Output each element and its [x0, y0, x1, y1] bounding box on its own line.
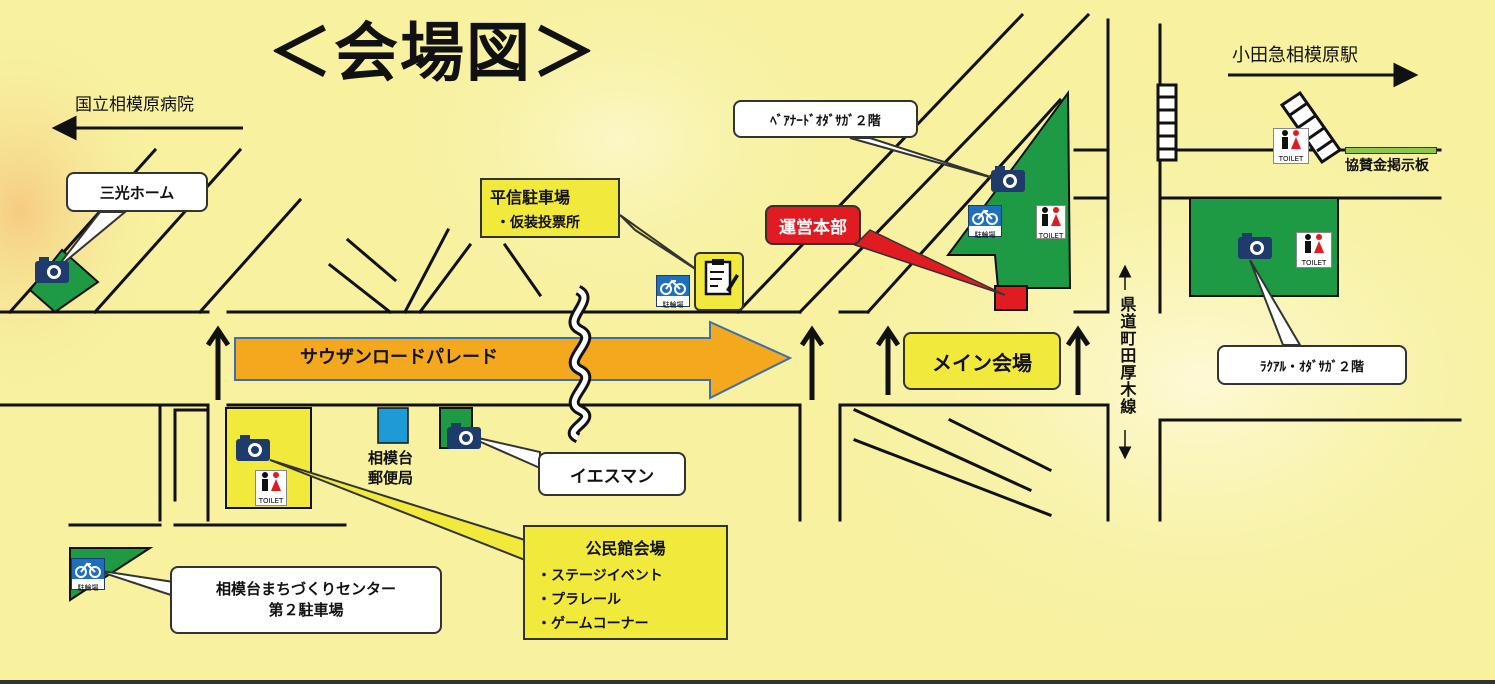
camera-icon: [34, 256, 70, 288]
besmart-label: ﾍﾞｱﾅｰﾄﾞｵﾀﾞｻｶﾞ２階: [770, 113, 881, 129]
hq-callout: 運営本部: [765, 205, 861, 245]
main-venue-label: メイン会場: [932, 350, 1032, 375]
besmart-callout: ﾍﾞｱﾅｰﾄﾞｵﾀﾞｻｶﾞ２階: [733, 100, 918, 138]
parking2-line2: 第２駐車場: [268, 601, 344, 619]
kominkan-item-1: ・ステージイベント: [537, 568, 663, 584]
toilet-icon: TOILET: [1296, 232, 1332, 268]
bicycle-parking-label: 駐輪場: [974, 231, 996, 239]
camera-icon: [446, 422, 482, 454]
voting-clipboard-icon: [694, 252, 744, 311]
sanko-home-label: 三光ホーム: [99, 183, 175, 202]
bicycle-parking-label: 駐輪場: [77, 584, 99, 592]
parking2-line1: 相模台まちづくりセンター: [215, 580, 396, 598]
parade-label: サウザンロードパレード: [300, 347, 498, 368]
prefectural-road-label: 県道町田厚木線: [1117, 296, 1137, 415]
post-office-line2: 郵便局: [368, 469, 414, 488]
hospital-direction-label: 国立相模原病院: [75, 95, 194, 115]
toilet-icon: TOILET: [255, 470, 287, 506]
station-direction-label: 小田急相模原駅: [1232, 45, 1358, 66]
camera-icon: [235, 434, 271, 466]
road-arrows: [205, 325, 1091, 400]
kominkan-box: 公民館会場 ・ステージイベント ・プラレール ・ゲームコーナー: [523, 525, 728, 640]
camera-icon: [990, 165, 1026, 197]
toilet-icon: TOILET: [1273, 128, 1309, 164]
post-office-marker: [377, 407, 409, 444]
kyosan-board-label: 協賛金掲示板: [1345, 158, 1429, 174]
kominkan-item-3: ・ゲームコーナー: [537, 616, 649, 632]
hq-marker: [994, 285, 1028, 311]
bicycle-parking-icon: 駐輪場: [968, 205, 1002, 239]
post-office-label: 相模台 郵便局: [368, 448, 413, 489]
toilet-label: TOILET: [258, 497, 284, 505]
toilet-label: TOILET: [1278, 155, 1304, 163]
heishin-item: ・仮装投票所: [496, 215, 580, 231]
main-venue-box: メイン会場: [903, 332, 1061, 390]
bicycle-parking-icon: 駐輪場: [71, 558, 105, 592]
kominkan-item-2: ・プラレール: [537, 592, 621, 608]
bottom-border: [0, 680, 1495, 684]
camera-icon: [1237, 232, 1273, 264]
hq-label: 運営本部: [779, 217, 847, 238]
toilet-label: TOILET: [1038, 232, 1064, 240]
racual-callout: ﾗｸｱﾙ・ｵﾀﾞｻｶﾞ２階: [1217, 345, 1407, 385]
yesman-callout: イエスマン: [538, 452, 686, 496]
bicycle-parking-icon: 駐輪場: [656, 275, 690, 309]
racual-label: ﾗｸｱﾙ・ｵﾀﾞｻｶﾞ２階: [1259, 359, 1364, 375]
heishin-parking-box: 平信駐車場 ・仮装投票所: [480, 178, 620, 238]
sanko-home-callout: 三光ホーム: [66, 172, 208, 212]
toilet-icon: TOILET: [1036, 205, 1066, 240]
bicycle-parking-label: 駐輪場: [662, 301, 684, 309]
kyosan-board-marker: [1345, 147, 1437, 154]
direction-arrows: [51, 62, 1419, 460]
callout-pointers: [54, 137, 1302, 600]
parking2-callout: 相模台まちづくりセンター 第２駐車場: [170, 566, 442, 634]
parade-arrow: [234, 320, 793, 400]
post-office-line1: 相模台: [368, 449, 414, 467]
toilet-label: TOILET: [1301, 259, 1327, 267]
map-title: ＜会場図＞: [268, 17, 598, 91]
yesman-label: イエスマン: [569, 466, 655, 487]
kominkan-title: 公民館会場: [585, 539, 666, 558]
heishin-title: 平信駐車場: [490, 188, 571, 207]
